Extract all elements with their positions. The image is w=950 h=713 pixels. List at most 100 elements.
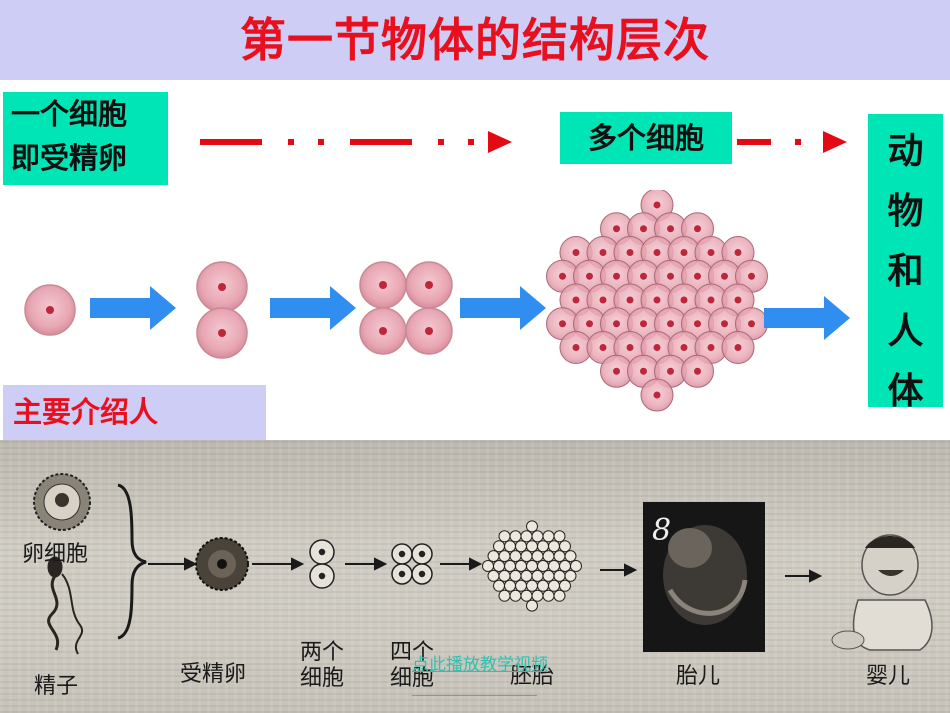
fetus-image: 8 (643, 502, 765, 652)
photo-illustrations: 8 (33, 473, 933, 655)
embryo-cell (548, 579, 560, 592)
play-video-link[interactable]: 点此播放教学视频 (412, 655, 548, 675)
link-underline (412, 695, 537, 696)
embryo-cell (531, 569, 544, 582)
subtitle-box: 主要介绍人 (3, 385, 266, 440)
cluster-cell-nucleus (599, 296, 607, 304)
multi-cell-label: 多个细胞 (560, 112, 732, 164)
dot (318, 139, 324, 145)
cluster-cell-nucleus (559, 272, 566, 280)
two-cell-image (309, 539, 335, 589)
cluster-cell-nucleus (613, 367, 620, 375)
embryo-cell (553, 589, 566, 602)
photo-label-fetus: 胎儿 (676, 664, 721, 689)
embryo-cell (498, 550, 511, 563)
animal-body-char: 动 (887, 131, 924, 172)
four-cell-image (391, 543, 433, 585)
cluster-cell-nucleus (721, 272, 728, 280)
embryo-cell (542, 569, 555, 582)
embryo-cell (504, 560, 516, 572)
cluster-cell-nucleus (626, 344, 634, 352)
zygote-image (195, 537, 249, 591)
animal-body-char: 物 (887, 191, 924, 232)
embryo-cell (493, 540, 505, 553)
four-cell-stage (359, 261, 453, 355)
cluster-cell-nucleus (680, 344, 688, 352)
embryo-cell (526, 540, 538, 553)
sperm-image (47, 556, 83, 655)
embryo-cell (498, 530, 511, 543)
embryo-cell (570, 560, 582, 572)
blue-arrow-icon (90, 286, 176, 330)
cluster-cell-nucleus (680, 296, 688, 304)
cluster-cell-nucleus (613, 225, 620, 233)
dash (737, 139, 771, 145)
embryo-cell (559, 579, 571, 592)
embryo-cell (553, 569, 566, 582)
single-cell-label: 一个细胞 即受精卵 (3, 92, 168, 185)
embryo-cell (542, 530, 555, 543)
photo-label-embryo: 胚胎 (510, 664, 555, 689)
dot (288, 139, 294, 145)
embryo-cell (504, 579, 516, 592)
embryo-cell (531, 530, 544, 543)
two-cell-stage (196, 261, 248, 359)
development-photo: 8 卵细胞 精子 受精卵 两个 细胞 四个 细胞 胚胎 胎儿 婴儿 (0, 440, 950, 713)
embryo-cell (515, 579, 527, 592)
embryo-cell (493, 560, 505, 572)
embryo-cell (482, 560, 494, 572)
fetus-month-number: 8 (652, 513, 671, 548)
two-cells-line1: 两个 (300, 640, 345, 665)
embryo-cell (509, 550, 522, 563)
embryo-cell (526, 520, 538, 533)
embryo-cell (493, 579, 505, 592)
cluster-cell-nucleus (613, 320, 620, 328)
animal-body-char: 和 (887, 251, 924, 292)
embryo-cell (537, 560, 549, 572)
embryo-cell (526, 579, 538, 592)
embryo-cell (515, 540, 527, 553)
embryo-cell (531, 589, 544, 602)
embryo-cell (509, 569, 522, 582)
embryo-cell (542, 550, 555, 563)
cluster-cell-nucleus (748, 320, 755, 328)
embryo-cell (548, 540, 560, 553)
cluster-cell-nucleus (640, 367, 647, 375)
cluster-cell-nucleus (707, 248, 715, 256)
embryo-cell (531, 550, 544, 563)
cluster-cell-nucleus (653, 248, 661, 256)
blue-arrow-icon (764, 296, 850, 340)
dot (468, 139, 474, 145)
cluster-cell-nucleus (572, 296, 580, 304)
cluster-cell-nucleus (667, 367, 674, 375)
cluster-cell-nucleus (680, 248, 688, 256)
cluster-cell-nucleus (667, 225, 674, 233)
cluster-cell-nucleus (572, 344, 580, 352)
embryo-cell (520, 550, 533, 563)
cluster-cell-nucleus (694, 225, 701, 233)
single-cell-label-line1: 一个细胞 (11, 97, 128, 131)
blue-arrow-icon (270, 286, 356, 330)
single-cell (24, 284, 76, 336)
cluster-cell-nucleus (734, 296, 742, 304)
cluster-cell-nucleus (707, 296, 715, 304)
four-cells-line1: 四个 (390, 640, 435, 665)
blue-arrow-icon (460, 286, 546, 330)
egg-cell-image (33, 473, 91, 531)
cluster-cell-nucleus (613, 272, 620, 280)
embryo-cell (526, 560, 538, 572)
cluster-cell-nucleus (572, 248, 580, 256)
cluster-cell-nucleus (653, 344, 661, 352)
cluster-cell-nucleus (626, 296, 634, 304)
embryo-cell (504, 540, 516, 553)
dash (200, 139, 262, 145)
cluster-cell-nucleus (734, 344, 742, 352)
photo-label-egg-cell: 卵细胞 (22, 542, 89, 567)
photo-label-four-cells: 四个 细胞 (390, 640, 434, 692)
cluster-cell-nucleus (653, 201, 661, 209)
arrowhead-icon (823, 131, 847, 153)
dot (795, 139, 801, 145)
cluster-cell-nucleus (721, 320, 728, 328)
animal-body-char: 人 (887, 311, 924, 352)
embryo-cell (509, 589, 522, 602)
